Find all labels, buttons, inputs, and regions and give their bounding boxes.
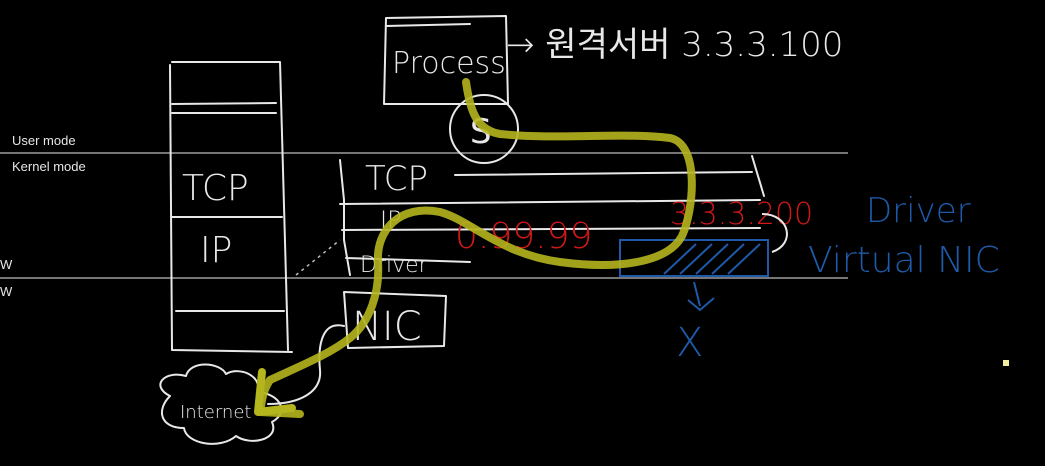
- cursor-dot: [1003, 360, 1009, 366]
- kernel-mode-label: Kernel mode: [12, 159, 86, 174]
- dotted-connector: [295, 239, 341, 276]
- left-tcp-label: TCP: [182, 168, 249, 209]
- right-network-stack: [339, 155, 765, 276]
- left-ip-label: IP: [200, 230, 232, 271]
- left-w-label-1: W: [0, 257, 13, 272]
- remote-server-label: → 원격서버 3.3.3.100: [506, 25, 843, 65]
- user-mode-label: User mode: [12, 133, 76, 148]
- socket-circle: [449, 94, 519, 164]
- packet-path-highlight: [256, 78, 696, 418]
- virtual-nic-box: [619, 239, 769, 277]
- right-tcp-label: TCP: [365, 159, 428, 199]
- blue-x-mark: X: [676, 320, 703, 366]
- blue-down-arrow: [687, 281, 715, 312]
- packet-path-arrowhead: [254, 368, 296, 416]
- process-label: Process: [392, 46, 506, 81]
- left-network-stack: [169, 61, 293, 353]
- nic-box: [343, 291, 447, 349]
- red-curl-arrow: [761, 213, 788, 253]
- blue-driver-label: Driver: [866, 191, 971, 231]
- right-driver-label: Driver: [360, 253, 429, 278]
- left-w-label-2: W: [0, 284, 13, 299]
- virtual-nic-hatch: [663, 243, 761, 275]
- internet-label: Internet: [180, 402, 251, 423]
- blue-virtual-nic-label: Virtual NIC: [808, 240, 1000, 281]
- nic-cable: [267, 324, 345, 405]
